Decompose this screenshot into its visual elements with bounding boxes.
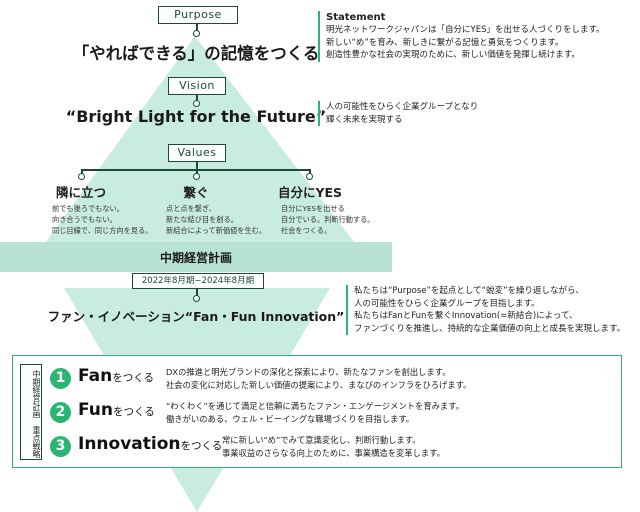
- value-desc-1: 前でも後ろでもない。 向き合うでもない。 同じ目線で、同じ方向を見る。: [52, 203, 152, 236]
- statement-line: 創造性豊かな社会の実現のために、新しい価値を発揮し続けます。: [326, 50, 580, 60]
- values-drop-2: [196, 169, 198, 175]
- strategy-title-main: Innovation: [78, 434, 181, 454]
- value-title-1: 隣に立つ: [55, 185, 106, 200]
- strategy-number-1: 1: [50, 368, 71, 389]
- value-desc-line: 自分でいる。判断行動する。: [281, 215, 375, 224]
- value-desc-line: 点と点を繋ぎ、: [166, 204, 216, 213]
- vision-title: “Bright Light for the Future”: [65, 107, 327, 126]
- focus-side-label: 中期経営計画 重点戦略: [20, 364, 42, 460]
- strategy-title-2: Funをつくる: [78, 400, 155, 420]
- strategy-desc-line: “わくわく”を通じて満足と信頼に満ちたファン・エンゲージメントを育みます。: [166, 401, 464, 411]
- value-desc-line: 自分にYESを出せる: [281, 204, 345, 213]
- values-drop-1: [81, 169, 83, 175]
- midterm-note-line: 私たちは“Purpose”を起点として“蛻変”を繰り返しながら、: [354, 286, 584, 296]
- purpose-connector: [196, 24, 198, 32]
- values-stem: [196, 162, 198, 170]
- values-tag: Values: [168, 144, 226, 162]
- upper-pyramid: [46, 36, 354, 242]
- strategy-desc-3: 常に新しい“め”でみて意識変化し、判断行動します。 事業収益のさらなる向上のため…: [222, 434, 445, 459]
- statement-heading: Statement: [326, 12, 386, 23]
- midterm-note-line: ファンづくりを推進し、持続的な企業価値の向上と成長を実現します。: [354, 323, 626, 334]
- midterm-title: ファン・イノベーション“Fan・Fun Innovation”: [47, 309, 345, 324]
- strategy-desc-1: DXの推進と明光ブランドの深化と探索により、新たなファンを創出します。 社会の変…: [166, 366, 471, 391]
- value-desc-line: 新結合によって新価値を生む。: [166, 226, 267, 235]
- midterm-note-line: 私たちはFanとFunを繋ぐInnovation(=新結合)によって、: [354, 311, 578, 321]
- vision-note: 人の可能性をひらく企業グループとなり 輝く未来を実現する: [318, 101, 478, 126]
- value-desc-2: 点と点を繋ぎ、 新たな結び目を創る。 新結合によって新価値を生む。: [166, 203, 266, 236]
- values-drop-3: [309, 169, 311, 175]
- strategy-title-main: Fan: [78, 366, 113, 386]
- strategy-title-main: Fun: [78, 400, 113, 420]
- statement-line: 明光ネットワークジャパンは「自分にYES」を出せる人づくりをします。: [326, 25, 605, 35]
- values-branch-line: [81, 169, 310, 171]
- statement-line: 新しい“め”を育み、新しきに繋がる記憶と勇気をつくります。: [326, 37, 564, 48]
- midterm-note: 私たちは“Purpose”を起点として“蛻変”を繰り返しながら、 人の可能性をひ…: [346, 285, 625, 335]
- strategy-title-suffix: をつくる: [112, 406, 155, 418]
- midterm-band: [0, 242, 392, 272]
- midterm-connector: [196, 289, 198, 297]
- midterm-heading: 中期経営計画: [159, 251, 232, 265]
- strategy-desc-line: 社会の変化に対応した新しい価値の提案により、まなびのインフラをひろげます。: [166, 379, 472, 390]
- vision-dot: [193, 100, 200, 107]
- value-desc-line: 新たな結び目を創る。: [166, 215, 238, 224]
- strategy-title-3: Innovationをつくる: [78, 434, 222, 454]
- midterm-period: 2022年8月期−2024年8月期: [132, 273, 264, 289]
- value-desc-line: 同じ目線で、同じ方向を見る。: [52, 226, 153, 235]
- value-title-3: 自分にYES: [277, 185, 343, 200]
- midterm-dot: [193, 295, 200, 302]
- strategy-desc-2: “わくわく”を通じて満足と信頼に満ちたファン・エンゲージメントを育みます。 働き…: [166, 400, 464, 425]
- strategy-desc-line: 常に新しい“め”でみて意識変化し、判断行動します。: [222, 435, 421, 445]
- values-dot-3: [306, 173, 313, 180]
- value-title-2: 繋ぐ: [183, 185, 209, 200]
- strategy-number-2: 2: [50, 402, 71, 423]
- values-dot-2: [193, 173, 200, 180]
- values-dot-1: [78, 173, 85, 180]
- strategy-title-1: Fanをつくる: [78, 366, 154, 386]
- value-desc-line: 向き合うでもない。: [52, 215, 117, 224]
- statement-note: Statement 明光ネットワークジャパンは「自分にYES」を出せる人づくりを…: [318, 11, 605, 62]
- strategy-number-3: 3: [50, 436, 71, 457]
- midterm-note-line: 人の可能性をひらく企業グループを目指します。: [354, 298, 540, 309]
- purpose-title: 「やればできる」の記憶をつくる: [72, 44, 320, 63]
- vision-note-line: 輝く未来を実現する: [326, 114, 403, 125]
- vision-tag: Vision: [168, 77, 226, 95]
- strategy-title-suffix: をつくる: [180, 440, 223, 452]
- vision-note-line: 人の可能性をひらく企業グループとなり: [326, 102, 479, 112]
- purpose-dot: [193, 30, 200, 37]
- value-desc-line: 社会をつくる。: [281, 226, 332, 235]
- strategy-desc-line: 働きがいのある、ウェル・ビーイングな職場づくりを目指します。: [166, 413, 415, 424]
- value-desc-3: 自分にYESを出せる 自分でいる。判断行動する。 社会をつくる。: [281, 203, 374, 236]
- strategy-desc-line: DXの推進と明光ブランドの深化と探索により、新たなファンを創出します。: [166, 367, 451, 377]
- purpose-tag: Purpose: [158, 6, 238, 24]
- vision-connector: [196, 95, 198, 102]
- focus-strategies-box: [12, 355, 622, 468]
- value-desc-line: 前でも後ろでもない。: [52, 204, 124, 213]
- strategy-title-suffix: をつくる: [112, 372, 154, 384]
- strategy-desc-line: 事業収益のさらなる向上のために、事業構造を変革します。: [222, 447, 445, 458]
